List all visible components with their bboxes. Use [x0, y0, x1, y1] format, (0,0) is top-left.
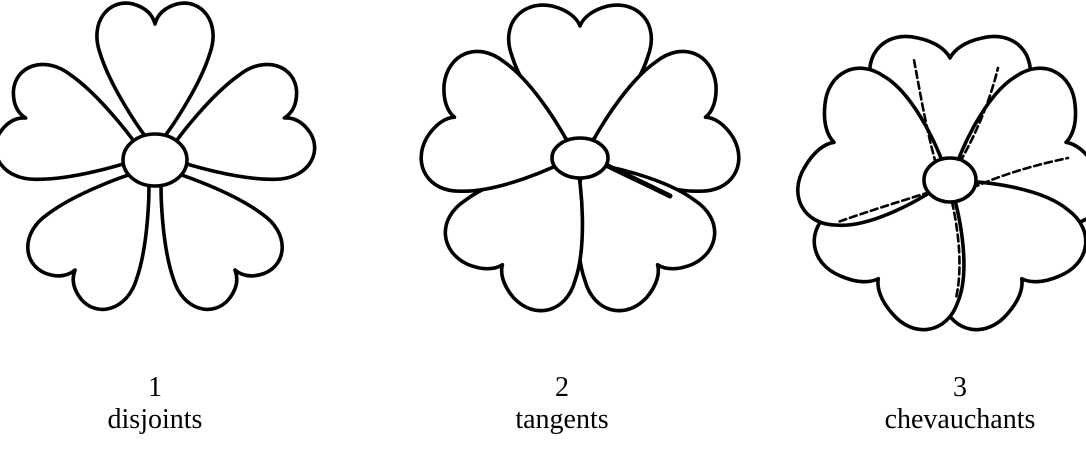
caption-overlapping: 3 chevauchants — [850, 372, 1070, 436]
caption-label: chevauchants — [850, 404, 1070, 436]
caption-number: 2 — [452, 372, 672, 404]
caption-number: 3 — [850, 372, 1070, 404]
flower-overlapping — [789, 36, 1086, 343]
flower-disjoint — [0, 3, 322, 321]
caption-disjoint: 1 disjoints — [45, 372, 265, 436]
flower-center — [924, 158, 976, 202]
caption-tangent: 2 tangents — [452, 372, 672, 436]
caption-label: tangents — [452, 404, 672, 436]
caption-label: disjoints — [45, 404, 265, 436]
flower-center — [552, 138, 608, 178]
flower-center — [123, 134, 187, 186]
caption-number: 1 — [45, 372, 265, 404]
flower-tangent — [413, 5, 748, 324]
